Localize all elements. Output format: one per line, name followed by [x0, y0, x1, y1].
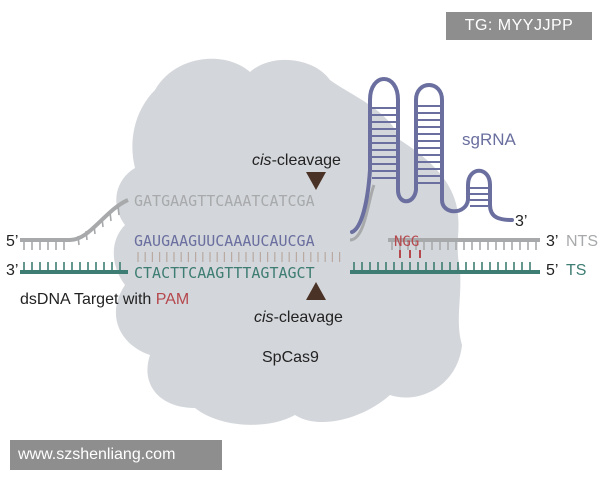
ts-sequence: CTACTTCAAGTTTAGTAGCT	[134, 264, 315, 282]
cleavage-label-bottom: cis-cleavage	[254, 309, 343, 326]
pam-word: PAM	[156, 291, 189, 308]
nts-bridge	[349, 184, 376, 242]
dsdna-label: dsDNA Target with PAM	[20, 291, 189, 308]
cleavage-top-italic: cis	[252, 152, 272, 169]
cleavage-bottom-rest: -cleavage	[274, 309, 343, 326]
cleavage-top-rest: -cleavage	[272, 152, 341, 169]
protein-label: SpCas9	[262, 349, 319, 366]
nts-rung	[85, 230, 88, 241]
nts-strand-left	[20, 198, 129, 242]
ts-strand-label: TS	[566, 262, 586, 279]
tag-badge: TG: MYYJJPP	[446, 12, 592, 40]
sgrna-hairpins	[349, 77, 514, 242]
cleavage-arrow-bottom	[306, 282, 326, 300]
cleavage-label-top: cis-cleavage	[252, 152, 341, 169]
nts-rung	[101, 217, 104, 228]
end-sgrna: 3’	[515, 213, 527, 230]
end-right-top: 3’	[546, 233, 558, 250]
end-right-bottom: 5’	[546, 262, 558, 279]
nts-strand-label: NTS	[566, 233, 598, 250]
nts-rung	[109, 211, 112, 222]
sgrna-spacer-sequence: GAUGAAGUUCAAAUCAUCGA	[134, 232, 315, 250]
end-left-bottom: 3’	[6, 262, 18, 279]
dsdna-label-prefix: dsDNA Target with	[20, 291, 156, 308]
cleavage-bottom-italic: cis	[254, 309, 274, 326]
sgrna-scaffold	[350, 77, 514, 234]
dna-duplex	[20, 198, 540, 274]
nts-rung	[117, 205, 120, 216]
pam-sequence: NGG	[394, 234, 419, 250]
nts-rung	[77, 235, 80, 246]
nts-rung	[93, 224, 96, 235]
sgrna-label: sgRNA	[462, 130, 517, 149]
nts-sequence: GATGAAGTTCAAATCATCGA	[134, 192, 315, 210]
end-left-top: 5’	[6, 233, 18, 250]
watermark: www.szshenliang.com	[10, 440, 222, 470]
cleavage-arrow-top	[306, 172, 326, 190]
